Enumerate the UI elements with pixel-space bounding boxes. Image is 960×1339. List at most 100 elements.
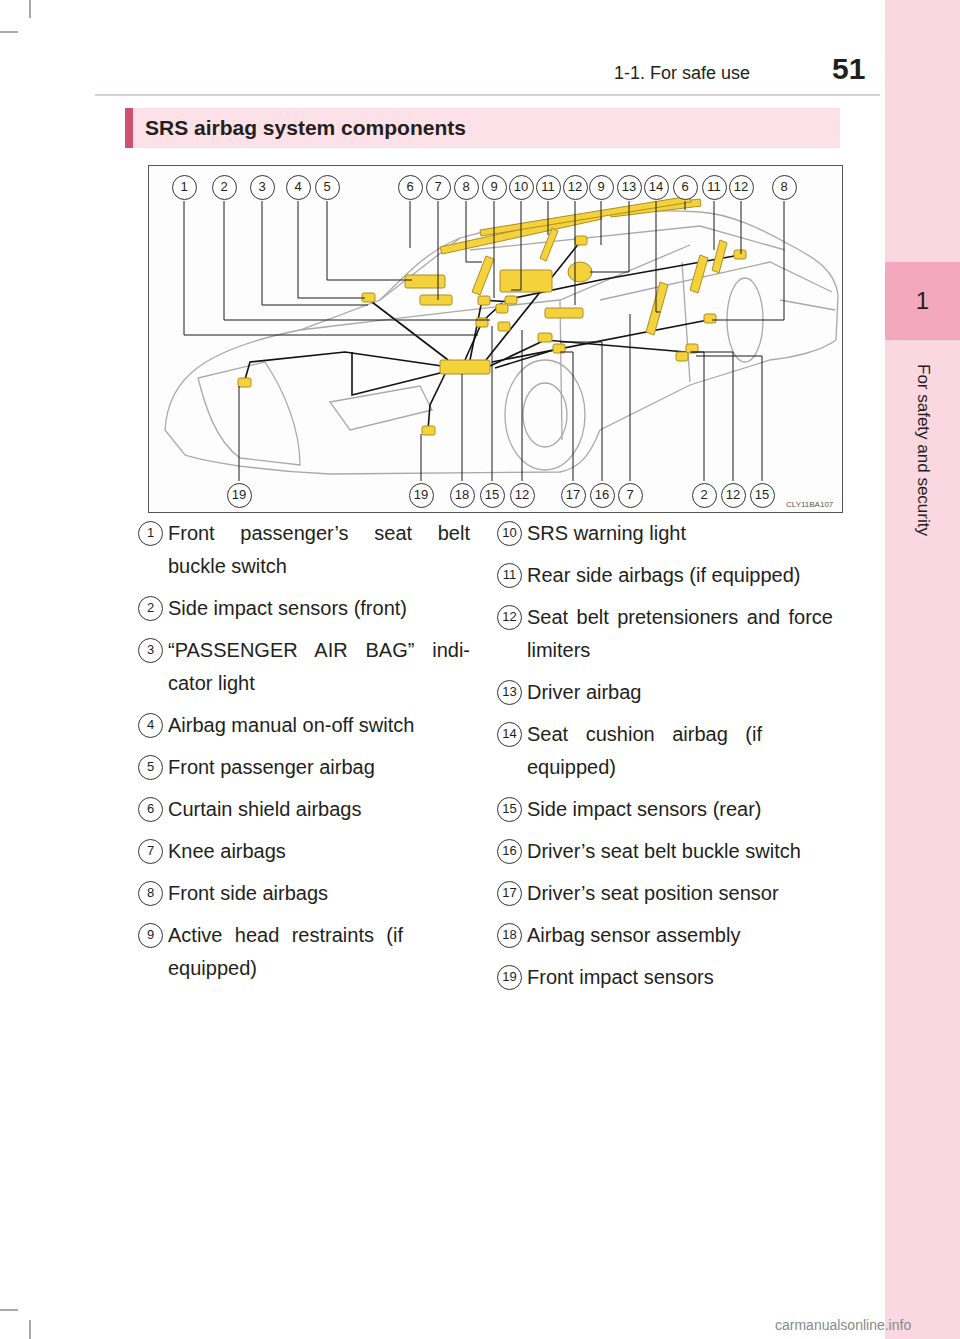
component-name: “PASSENGER AIR BAG” indi- cator light [168, 634, 470, 700]
component-name: Driver’s seat position sensor [527, 877, 833, 910]
leader-line [494, 201, 495, 298]
label-slot: Driver’s seat position sensor [527, 877, 833, 910]
leader-lines [184, 201, 784, 481]
label-slot: 18 [450, 483, 475, 508]
list-number: 8 [138, 881, 163, 906]
label-slot: Curtain shield airbags [168, 793, 470, 826]
list-number: 3 [138, 638, 163, 663]
car-line [330, 386, 432, 430]
callout-number: 19 [409, 483, 434, 508]
label-slot: 10 [497, 521, 522, 546]
label-slot: 5 [138, 755, 163, 780]
airbag-module [690, 255, 708, 293]
sensor-or-module [538, 333, 552, 342]
label-slot: 3 [138, 638, 163, 663]
sensor-or-module [238, 378, 251, 387]
list-number: 19 [497, 965, 522, 990]
label-slot: 14 [644, 175, 669, 200]
label-slot: “PASSENGER AIR BAG” indi- cator light [168, 634, 470, 700]
label-slot: 5 [315, 175, 340, 200]
label-slot: Seat belt pretensioners and force limite… [527, 601, 833, 667]
wire [495, 348, 560, 368]
label-slot: SRS warning light [527, 517, 833, 550]
label-slot: Front side airbags [168, 877, 470, 910]
sensor-or-module [505, 296, 517, 304]
list-number: 14 [497, 722, 522, 747]
leader-line [548, 201, 549, 235]
header-rule [95, 94, 880, 95]
component-name: Knee airbags [168, 835, 470, 868]
wire [428, 374, 445, 430]
list-number: 7 [138, 839, 163, 864]
label-slot: 3 [250, 175, 275, 200]
list-number: 13 [497, 680, 522, 705]
leader-line [630, 314, 631, 481]
label-slot: 12 [497, 605, 522, 630]
leader-line [656, 201, 660, 312]
label-slot: 51 [832, 52, 865, 86]
sensor-or-module [575, 236, 587, 245]
callout-number: 11 [536, 175, 561, 200]
callout-number: 14 [644, 175, 669, 200]
label-slot: 13 [617, 175, 642, 200]
airbag-module [646, 282, 668, 335]
callout-number: 5 [315, 175, 340, 200]
list-number: 12 [497, 605, 522, 630]
label-slot: 2 [212, 175, 237, 200]
component-name: Seat belt pretensioners and force limite… [527, 601, 833, 667]
leader-line [685, 201, 686, 210]
list-number: 6 [138, 797, 163, 822]
sensor-or-module [734, 250, 746, 259]
leader-line [298, 201, 365, 298]
list-number: 17 [497, 881, 522, 906]
list-number: 11 [497, 563, 522, 588]
label-slot: 9 [589, 175, 614, 200]
wire [352, 352, 444, 395]
callout-number: 8 [454, 175, 479, 200]
label-slot: 17 [497, 881, 522, 906]
callout-number: 15 [480, 483, 505, 508]
chapter-number: 1 [885, 262, 960, 340]
label-slot: 18 [497, 923, 522, 948]
crop-marks [0, 0, 30, 1339]
callout-number: 10 [509, 175, 534, 200]
component-name: SRS warning light [527, 517, 833, 550]
list-number: 4 [138, 713, 163, 738]
leader-line [438, 201, 439, 300]
label-slot: Front impact sensors [527, 961, 833, 994]
callout-number: 7 [618, 483, 643, 508]
leader-line [690, 352, 733, 481]
label-slot: Driver’s seat belt buckle switch [527, 835, 833, 868]
label-slot: 9 [482, 175, 507, 200]
sensor-or-module [405, 275, 445, 288]
list-number: 15 [497, 797, 522, 822]
section-heading-band: SRS airbag system components [125, 108, 840, 148]
label-slot: 7 [138, 839, 163, 864]
label-slot: CLY11BA107 [786, 500, 833, 510]
car-outline [165, 211, 838, 474]
section-heading: SRS airbag system components [145, 116, 830, 140]
callout-number: 2 [692, 483, 717, 508]
component-name: Front passenger airbag [168, 751, 470, 784]
leader-line [492, 326, 493, 481]
component-name: Curtain shield airbags [168, 793, 470, 826]
leader-line [741, 201, 742, 254]
leader-line [262, 201, 368, 305]
label-slot: 6 [138, 797, 163, 822]
label-slot: 8 [772, 175, 797, 200]
component-name: Side impact sensors (front) [168, 592, 470, 625]
sensor-or-module [500, 270, 552, 292]
label-slot: 2 [138, 596, 163, 621]
label-slot: Airbag sensor assembly [527, 919, 833, 952]
callout-number: 3 [250, 175, 275, 200]
callout-number: 12 [729, 175, 754, 200]
leader-line [575, 201, 576, 305]
crop-mark [30, 1320, 31, 1339]
label-slot: 15 [497, 797, 522, 822]
label-slot: 13 [497, 680, 522, 705]
sensor-or-module [676, 352, 688, 361]
label-slot: Front passenger airbag [168, 751, 470, 784]
figure-code: CLY11BA107 [786, 500, 833, 510]
sensor-or-module [422, 426, 435, 435]
